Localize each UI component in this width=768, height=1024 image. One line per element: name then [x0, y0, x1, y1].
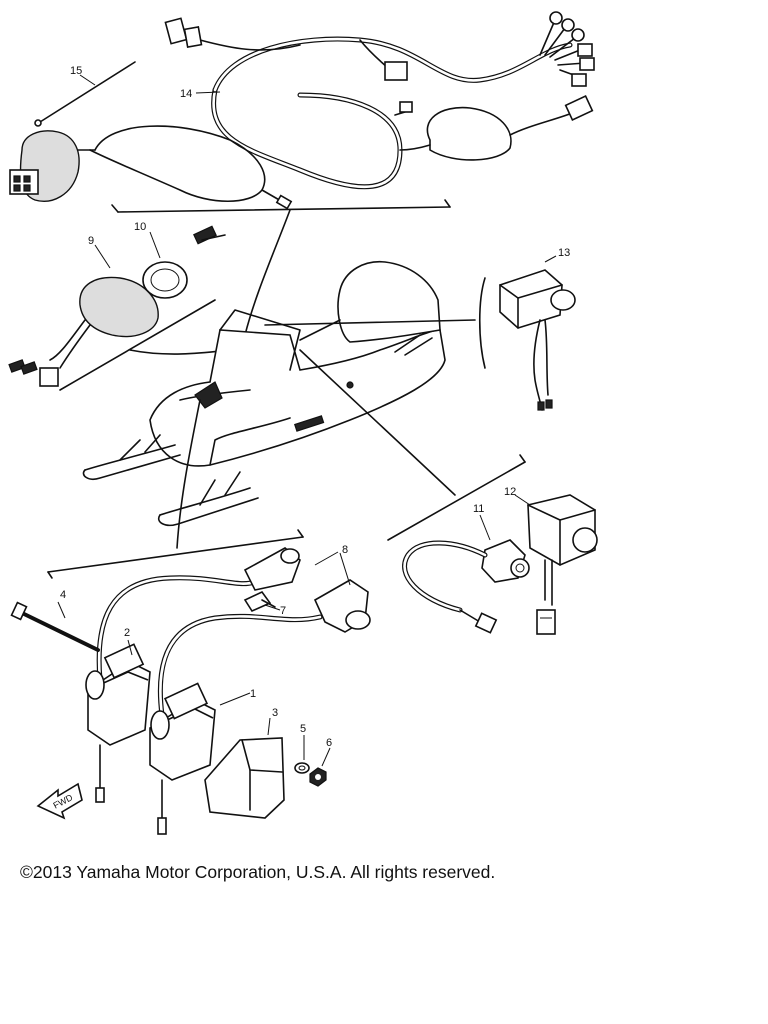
callout-13: 13	[558, 247, 570, 259]
headlight-assembly	[8, 225, 226, 387]
ignition-coil-rear	[85, 643, 151, 803]
handlebar-switch	[9, 125, 293, 210]
copyright-notice: ©2013 Yamaha Motor Corporation, U.S.A. A…	[20, 862, 496, 882]
cable-clamp	[243, 590, 276, 613]
wire-harness	[199, 19, 586, 190]
callout-7: 7	[280, 605, 286, 617]
callout-15: 15	[70, 65, 82, 77]
callout-12: 12	[504, 486, 516, 498]
snowmobile-skis	[82, 434, 259, 527]
callout-11: 11	[473, 503, 484, 515]
callout-3: 3	[272, 707, 278, 719]
harness-connectors	[164, 11, 595, 121]
exploded-parts-diagram: 14 15 9 10	[8, 11, 598, 835]
callout-9: 9	[88, 235, 94, 247]
callout-5: 5	[300, 723, 306, 735]
callout-8: 8	[342, 544, 348, 556]
forward-arrow-icon: FWD	[36, 782, 83, 820]
callout-4: 4	[60, 589, 66, 601]
washer	[294, 762, 310, 774]
throttle-cable	[34, 61, 136, 127]
callout-10: 10	[134, 221, 146, 233]
nut	[309, 767, 327, 787]
ignition-coil-front	[149, 682, 216, 835]
stop-switch	[402, 539, 530, 634]
callout-2: 2	[124, 627, 130, 639]
callout-1: 1	[250, 688, 256, 700]
callout-14: 14	[180, 88, 192, 100]
snowmobile-body	[149, 261, 446, 467]
callout-6: 6	[326, 737, 332, 749]
coil-cover	[204, 737, 285, 819]
main-switch	[478, 269, 576, 411]
long-bolt	[10, 601, 100, 652]
spark-plug-cap	[243, 547, 371, 633]
light-switch	[527, 494, 598, 635]
